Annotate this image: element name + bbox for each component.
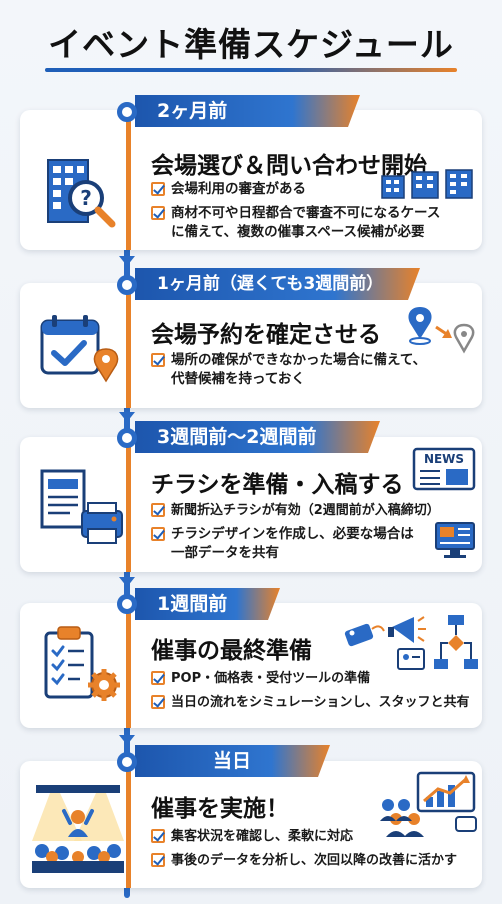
page-title: イベント準備スケジュール [48, 25, 454, 64]
title-underline [45, 68, 457, 72]
step-bullet: 新聞折込チラシが有効（2週間前が入稿締切） [151, 501, 440, 520]
step-bullet: 会場利用の審査がある [151, 180, 306, 199]
newspaper-icon: NEWS [412, 447, 476, 495]
timeline-arrow [119, 735, 135, 745]
timing-banner: 1週間前 [135, 588, 280, 620]
check-icon [151, 671, 165, 685]
timeline-arrow [119, 412, 135, 422]
step-heading: 会場選び＆問い合わせ開始 [151, 153, 427, 179]
timeline-node [117, 752, 137, 772]
building-search-icon: ? [42, 152, 122, 236]
step-bullet: チラシデザインを作成し、必要な場合は一部データを共有 [151, 525, 414, 563]
check-icon [151, 182, 165, 196]
check-icon [151, 503, 165, 517]
tools-flow-icon [338, 613, 478, 679]
analytics-crowd-icon [378, 771, 478, 845]
event-stage-icon [32, 781, 124, 877]
design-monitor-icon [434, 521, 476, 563]
card-accent-bar [126, 283, 131, 408]
timing-banner: 1ヶ月前（遅くても3週間前） [135, 268, 420, 300]
step-card-3: チラシを準備・入稿する 新聞折込チラシが有効（2週間前が入稿締切） チラシデザイ… [20, 437, 482, 572]
timeline-arrow [119, 577, 135, 587]
step-bullet: 場所の確保ができなかった場合に備えて、代替候補を持っておく [151, 351, 426, 389]
timeline-node [117, 428, 137, 448]
step-heading: 催事の最終準備 [151, 638, 312, 664]
step-card-4: 催事の最終準備 POP・価格表・受付ツールの準備 当日の流れをシミュレーションし… [20, 603, 482, 728]
location-pins-icon [404, 305, 480, 365]
timing-banner: 3週間前〜2週間前 [135, 421, 380, 453]
step-heading: チラシを準備・入稿する [151, 472, 404, 498]
buildings-icon [380, 168, 476, 204]
calendar-check-icon [38, 311, 124, 391]
step-heading: 催事を実施！ [151, 796, 289, 822]
card-accent-bar [126, 761, 131, 888]
check-icon [151, 853, 165, 867]
step-card-1: ? 会場選び＆問い合わせ開始 会場利用の審査がある 商材不可や日程都合で審査不可… [20, 110, 482, 250]
step-bullet: 集客状況を確認し、柔軟に対応 [151, 827, 353, 846]
timeline-node [117, 594, 137, 614]
printer-flyer-icon [36, 467, 126, 551]
check-icon [151, 353, 165, 367]
step-bullet: 事後のデータを分析し、次回以降の改善に活かす [151, 851, 457, 870]
timing-banner: 当日 [135, 745, 330, 777]
step-bullet: 商材不可や日程都合で審査不可になるケースに備えて、複数の催事スペース候補が必要 [151, 204, 440, 242]
step-card-2: 会場予約を確定させる 場所の確保ができなかった場合に備えて、代替候補を持っておく [20, 283, 482, 408]
check-icon [151, 206, 165, 220]
step-bullet: POP・価格表・受付ツールの準備 [151, 669, 370, 688]
timeline-node [117, 102, 137, 122]
clipboard-gear-icon [38, 625, 124, 711]
check-icon [151, 829, 165, 843]
step-bullet: 当日の流れをシミュレーションし、スタッフと共有 [151, 693, 469, 712]
check-icon [151, 695, 165, 709]
card-accent-bar [126, 437, 131, 572]
step-heading: 会場予約を確定させる [151, 322, 381, 348]
check-icon [151, 527, 165, 541]
timeline-arrow [119, 256, 135, 266]
card-accent-bar [126, 110, 131, 250]
step-card-5: 催事を実施！ 集客状況を確認し、柔軟に対応 事後のデータを分析し、次回以降の改善… [20, 761, 482, 888]
svg-text:?: ? [80, 186, 92, 210]
news-label: NEWS [424, 452, 464, 466]
timing-banner: 2ヶ月前 [135, 95, 360, 127]
card-accent-bar [126, 603, 131, 728]
timeline-node [117, 275, 137, 295]
